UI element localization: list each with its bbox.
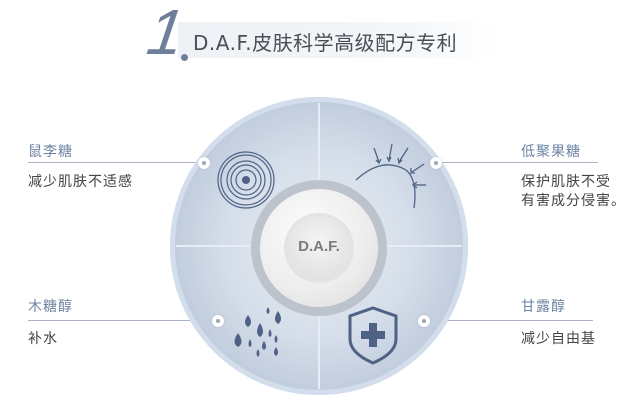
ingredient-benefit-mannitol: 减少自由基 — [521, 331, 596, 347]
hub-label: D.A.F. — [298, 238, 340, 255]
ingredient-label-mannitol: 甘露醇 — [521, 299, 566, 315]
shield-plus-icon — [348, 306, 398, 365]
concentric-rings-icon — [217, 151, 275, 209]
connector-line-mannitol — [425, 320, 593, 321]
connector-dot-mannitol — [418, 315, 430, 327]
hub-button — [287, 216, 351, 280]
ingredient-label-xylitol: 木糖醇 — [28, 299, 73, 315]
connector-dot-fos — [430, 157, 442, 169]
connector-dot-rhamnose — [198, 157, 210, 169]
ingredient-benefit-rhamnose: 减少肌肤不适感 — [28, 174, 133, 190]
ingredient-label-fos: 低聚果糖 — [521, 144, 581, 160]
connector-line-fos — [440, 162, 598, 163]
ingredient-benefit-xylitol: 补水 — [28, 331, 58, 347]
title-banner — [178, 22, 498, 58]
connector-line-xylitol — [28, 320, 218, 321]
ingredient-label-rhamnose: 鼠李糖 — [28, 144, 73, 160]
ingredient-benefit-fos-line2: 有害成分侵害。 — [521, 193, 626, 209]
connector-dot-xylitol — [212, 315, 224, 327]
page-title: D.A.F.皮肤科学高级配方专利 — [193, 31, 458, 55]
shield-arc-arrows-icon — [355, 143, 426, 209]
section-number-dot — [181, 54, 188, 61]
water-drops-icon — [234, 307, 281, 357]
connector-line-rhamnose — [28, 162, 200, 163]
ingredient-benefit-fos-line1: 保护肌肤不受 — [521, 174, 611, 190]
